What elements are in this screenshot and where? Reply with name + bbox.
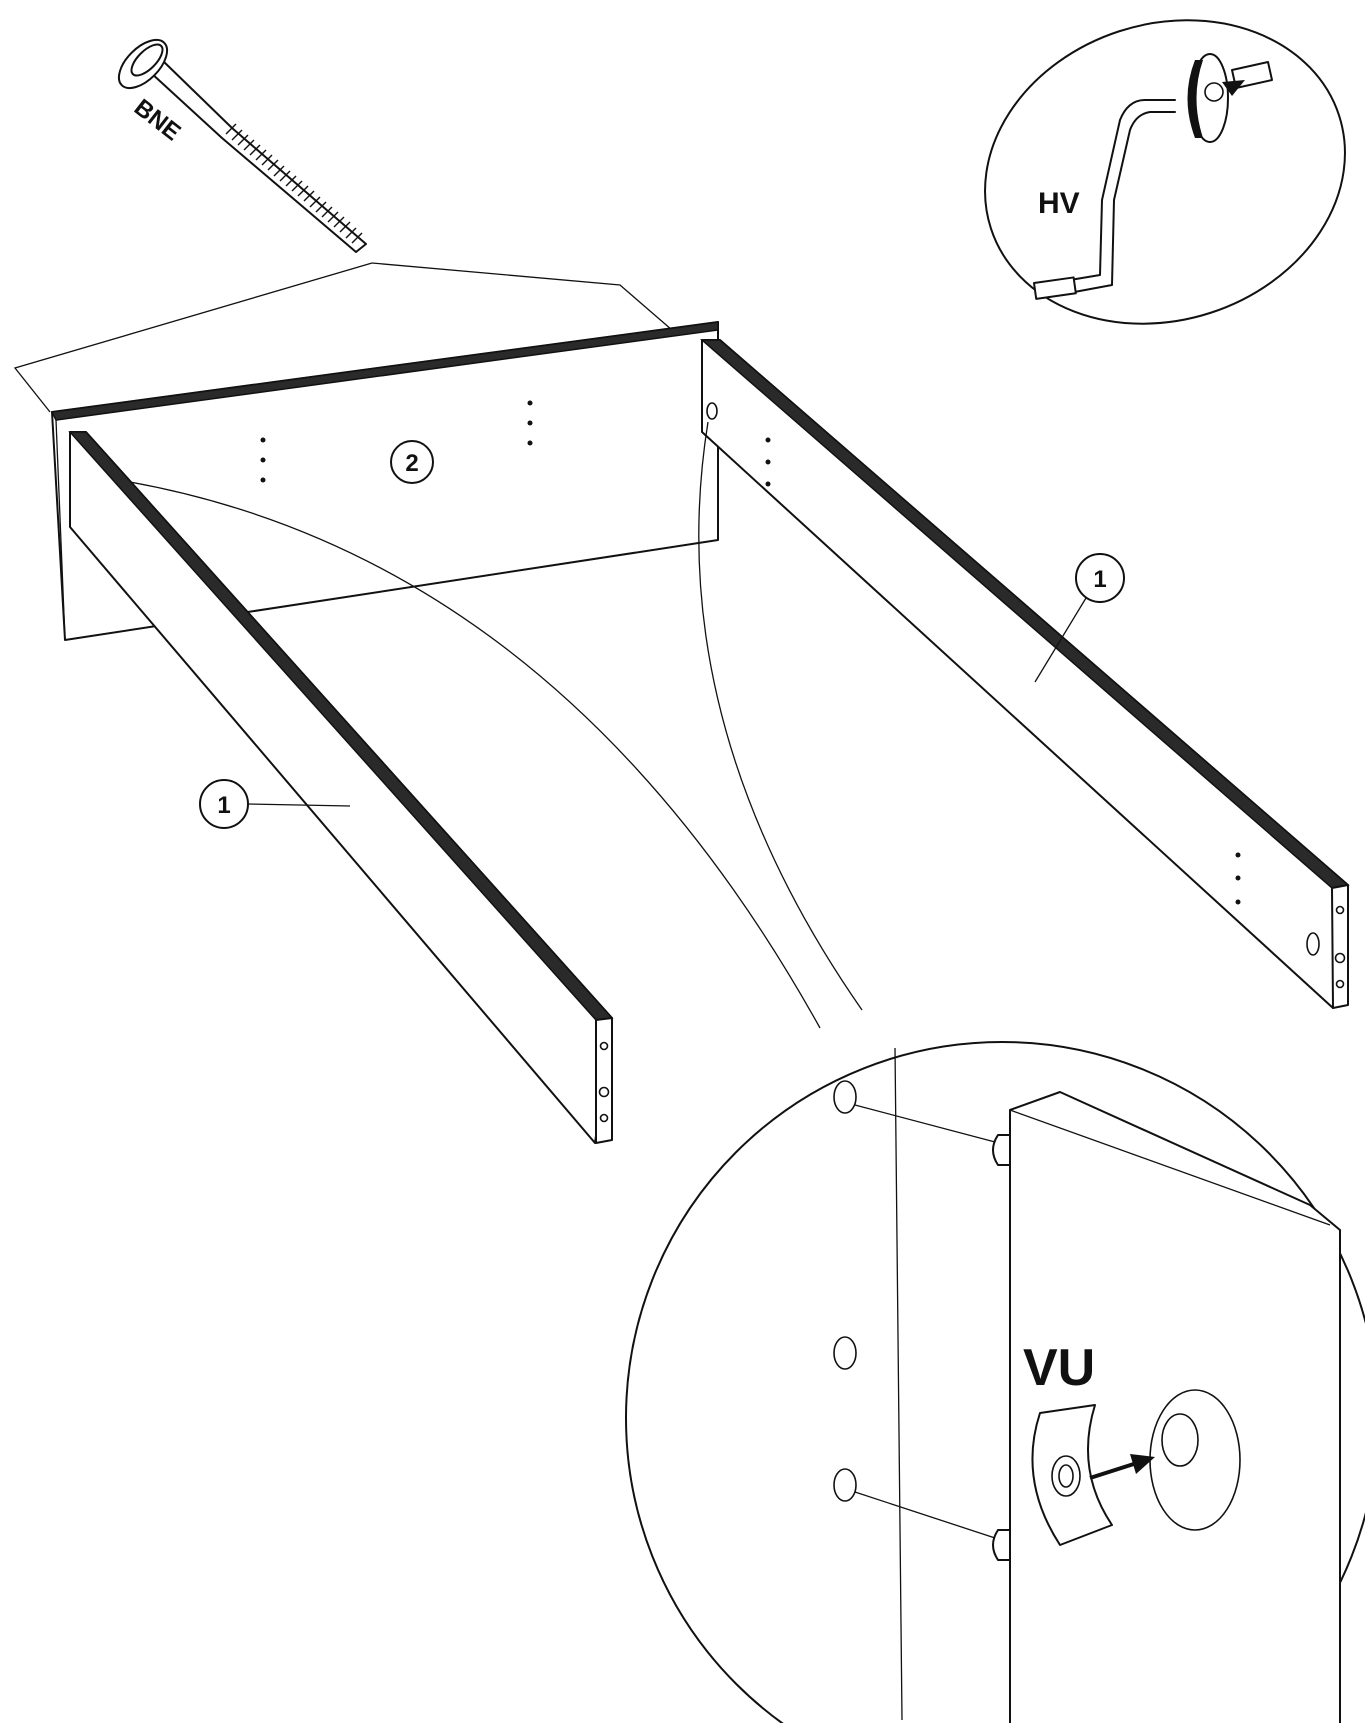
cam-lock-label: VU [1023,1339,1095,1397]
rail-left-end-hole-2 [598,1086,610,1098]
back-panel-holes-left [260,437,266,483]
hex-key-shaft-inner [1041,111,1176,299]
rail-right-cam-hole [1306,932,1320,956]
part-number-2: 2 [405,450,418,477]
side-rail-right: 1 [699,339,1350,1009]
cam-bore-hole [1149,1389,1241,1531]
rail-right-end-hole-2 [1334,952,1346,964]
part-1-right-leader [1034,597,1087,683]
detail-rail-top-line [1009,1109,1331,1226]
detail-hole-top [833,1080,857,1114]
back-panel-holes-right [527,400,533,446]
rail-left-end-hole-3 [599,1113,609,1123]
part-1-left-leader [247,803,351,807]
bolt-callout-line-left [13,262,373,413]
hex-key-shaft-outer [1039,99,1176,286]
cam-bore-inner [1161,1413,1199,1467]
rail-right-end-hole-3 [1335,979,1345,989]
hex-key-tip [1033,276,1077,300]
part-number-circle-2 [390,440,434,484]
cam-lock-inner-hole [1058,1464,1074,1488]
side-rail-right-holes [765,437,1241,905]
detail-callout-curve-left [129,481,821,1029]
side-rail-left-end [595,1017,613,1144]
cam-lock-detail: VU [625,1041,1365,1728]
insert-arrow-icon [1130,1454,1155,1474]
side-rail-right-end [1331,884,1349,1009]
dowel-pin-bottom-icon [992,1529,1011,1561]
dowel-pin-top-icon [992,1134,1011,1166]
dowel-top-guide [854,1104,996,1143]
part-number-circle-1-right [1075,553,1125,603]
side-rail-right-top-edge [699,339,1350,889]
part-number-1-left: 1 [217,792,230,819]
screw-arrow-icon [1222,80,1245,96]
side-rail-left: 1 [68,431,614,1144]
back-panel-top-edge [50,321,719,421]
rail-right-pin-hole [706,402,718,420]
back-panel: 2 [50,321,719,641]
detail-panel-edge-line [894,1047,903,1721]
detail-callout-curve-right [698,421,863,1011]
back-panel-side-edge [55,419,66,641]
detail-hole-bottom [833,1468,857,1502]
bolt-callout-line-right [371,262,673,331]
bolt-shank [149,59,367,253]
hex-key-detail-bubble [984,19,1346,325]
rail-right-end-hole-1 [1335,905,1345,915]
bolt-label: BNE [129,94,186,146]
hex-key-detail: HV [984,19,1346,325]
part-number-1-right: 1 [1093,566,1106,593]
cam-disc-hole [1204,82,1224,102]
dowel-bottom-guide [854,1491,996,1539]
detail-hole-middle [833,1336,857,1370]
bolt-head-inner [130,43,164,77]
rotation-arrow-icon [1187,60,1203,138]
hex-key-label: HV [1038,187,1080,220]
bolt-thread [225,123,363,244]
bolt-head [117,38,169,90]
rail-left-end-hole-1 [599,1041,609,1051]
insert-arrow-shaft [1089,1460,1141,1480]
